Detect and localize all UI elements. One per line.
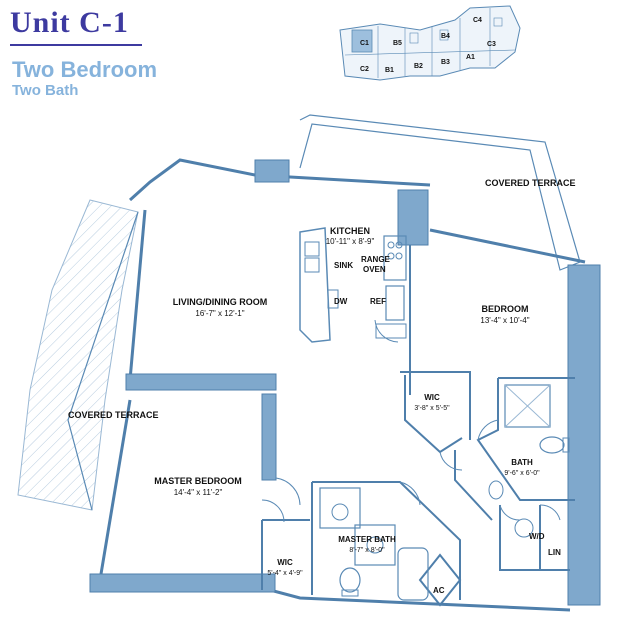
label-master-bedroom: MASTER BEDROOM [154,476,242,486]
key-b4: B4 [441,33,450,40]
label-ref: REF [370,297,386,306]
label-wd: W/D [529,532,545,541]
key-b3: B3 [441,59,450,66]
dims-wic: 3'-8" x 5'-5" [414,405,450,412]
key-b1: B1 [385,67,394,74]
label-wic: WIC [424,393,440,402]
wall-living-master [125,373,277,391]
key-c2: C2 [360,66,369,73]
bath-fixtures [488,384,570,538]
unit-title: Unit C-1 [10,6,129,39]
key-b2: B2 [414,63,423,70]
key-c3: C3 [487,41,496,48]
dims-living: 16'-7" x 12'-1" [195,309,244,318]
dims-master-bedroom: 14'-4" x 11'-2" [174,488,223,497]
dims-bedroom: 13'-4" x 10'-4" [480,316,529,325]
top-terrace-outline [299,114,581,271]
kitchen-column [397,189,429,246]
key-plan: C1 B5 B4 C4 C2 B1 B2 B3 A1 C3 [339,5,521,81]
dims-bath: 9'-6" x 6'-0" [504,470,540,477]
key-b5: B5 [393,40,402,47]
dims-master-wic: 5'-4" x 4'-9" [267,570,303,577]
kitchen-island [299,227,339,343]
title-underline [10,44,142,46]
label-sink: SINK [334,261,353,270]
left-terrace-outline [67,211,139,511]
label-bath: BATH [511,458,533,467]
wall-bottom-left [89,573,276,593]
label-lin: LIN [548,548,561,557]
interior-walls [261,245,575,607]
bath-count: Two Bath [12,82,79,99]
label-ac: AC [433,586,445,595]
label-bedroom: BEDROOM [482,304,529,314]
label-oven: OVEN [363,265,386,274]
label-left-terrace: COVERED TERRACE [68,410,159,420]
label-top-terrace: COVERED TERRACE [485,178,576,188]
door-swings [261,319,561,523]
label-dw: DW [334,297,348,306]
label-master-wic: WIC [277,558,293,567]
dims-kitchen: 10'-11" x 8'-9" [326,237,375,246]
dims-master-bath: 8'-7" x 8'-0" [349,547,385,554]
key-c4: C4 [473,17,482,24]
bedroom-count: Two Bedroom [12,57,158,82]
key-c1: C1 [360,40,369,47]
wall-master-right [261,393,277,481]
label-range: RANGE [361,255,391,264]
label-kitchen: KITCHEN [330,226,370,236]
wall-right-exterior [567,264,601,606]
key-plan-highlight-c1 [351,29,373,53]
wall-column-top [254,159,290,183]
master-bath-fixtures [319,487,429,601]
label-living: LIVING/DINING ROOM [173,297,268,307]
label-master-bath: MASTER BATH [338,535,396,544]
kitchen-counter [375,235,407,339]
key-a1: A1 [466,54,475,61]
